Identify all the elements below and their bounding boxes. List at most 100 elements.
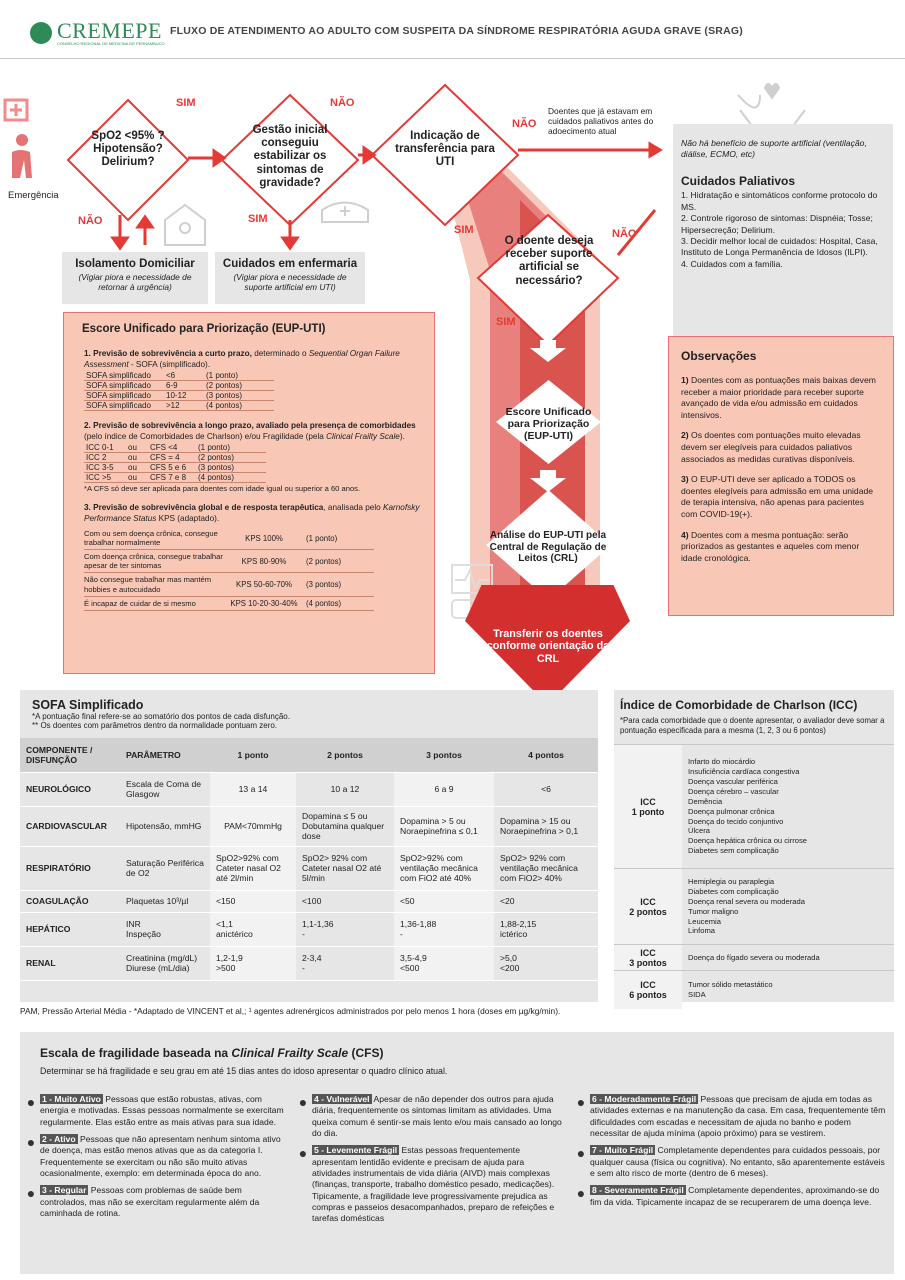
sofa-cell: 10 a 12 [296,772,394,806]
sofa-cell: 3,5-4,9<500 [394,946,494,980]
sofa-cell: <20 [494,890,598,912]
cfs-title-a: Escala de fragilidade baseada na [40,1046,232,1060]
kps-points: (1 ponto) [306,533,338,543]
sofa-cell: >5,0<200 [494,946,598,980]
person-icon: ● [576,1185,586,1202]
obs-item: 3) O EUP-UTI deve ser aplicado a TODOS o… [681,474,881,520]
sofa-cell: CARDIOVASCULAR [26,821,108,831]
eup-section-1: 1. Previsão de sobrevivência a curto pra… [84,349,420,370]
observacoes-box: Observações 1) Doentes com as pontuações… [668,336,894,616]
sofa-cell: Creatinina (mg/dL)Diurese (mL/dia) [126,953,198,973]
icc-panel: Índice de Comorbidade de Charlson (ICC) … [614,690,894,1009]
kps-desc: Não consegue trabalhar mas mantém hobbie… [84,575,212,594]
obs-item: 2) Os doentes com pontuações muito eleva… [681,430,881,465]
cfs-item-desc: Completamente dependentes para cuidados … [590,1145,885,1179]
mini-cell: CFS 5 e 6 [150,463,187,472]
cfs-item-text: 2 - Ativo Pessoas que não apresentam nen… [40,1134,284,1179]
sofa-cell: <50 [394,890,494,912]
icc-items: Doença do fígado severa ou moderada [682,945,894,971]
diamond-3 [370,83,520,227]
cfs-item: ●6 - Moderadamente Frágil Pessoas que pr… [572,1094,890,1139]
icc-item: Diabetes sem complicação [688,846,779,856]
sofa-header-cell: COMPONENTE / DISFUNÇÃO [26,744,93,765]
eup-title: Escore Unificado para Priorização (EUP-U… [82,323,326,335]
eup-s2-bold: 2. Previsão de sobrevivência a longo pra… [84,421,416,430]
obs-item: 1) Doentes com as pontuações mais baixas… [681,375,881,421]
icc-item: Insuficiência cardíaca congestiva [688,767,800,777]
sofa-title: SOFA Simplificado [32,698,144,712]
sofa-cell: Escala de Coma de Glasgow [126,779,201,799]
mini-cell: 6-9 [166,381,178,390]
emergencia-label: Emergência [8,190,59,201]
cfs-column: ●1 - Muito Ativo Pessoas que estão robus… [22,1094,284,1225]
label-nao-4: NÃO [612,228,637,240]
sofa-header-cell: 4 pontos [528,749,564,760]
patient-icon [12,134,32,178]
diamond-1 [66,98,190,222]
obs-item: 4) Doentes com a mesma pontuação: serão … [681,530,881,565]
kps-row: Não consegue trabalhar mas mantém hobbie… [84,573,374,597]
sofa-cell: 1,1-1,36- [296,912,394,946]
mini-cell: ICC >5 [86,473,112,482]
cfs-item-text: 3 - Regular Pessoas com problemas de saú… [40,1185,284,1219]
cfs-item: ●8 - Severamente Frágil Completamente de… [572,1185,890,1208]
eup-s3-rest: , analisada pelo [323,503,384,512]
cp-item: 4. Cuidados com a família. [681,258,783,269]
mini-cell: (2 pontos) [198,453,235,462]
eup-s3-italic: Karnofsky Performance Status [84,503,420,523]
logo-subtitle: CONSELHO REGIONAL DE MEDICINA DE PERNAMB… [57,41,165,46]
sofa-note-1: *A pontuação final refere-se ao somatóri… [32,712,290,721]
mini-cell: (3 pontos) [206,391,243,400]
eup-section-2: 2. Previsão de sobrevivência a longo pra… [84,421,420,442]
eup-s3-end: KPS (adaptado). [156,513,220,523]
obs-text: Doentes com as pontuações mais baixas de… [681,375,876,420]
cfs-column: ●6 - Moderadamente Frágil Pessoas que pr… [572,1094,890,1214]
mini-cell: <6 [166,371,176,380]
cfs-item: ●4 - Vulnerável Apesar de não depender d… [294,1094,562,1139]
sofa-cell: 2-3,4- [296,946,394,980]
icc-item: Doença do fígado severa ou moderada [688,952,820,962]
mini-cell: (3 pontos) [198,463,235,472]
kps-mini-table: Com ou sem doença crônica, consegue trab… [84,527,374,611]
eup-s1-rest: determinado o [251,349,309,358]
icc-item: Doença pulmonar crônica [688,806,775,816]
cfs-item-heading: 5 - Levemente Frágil [312,1145,400,1156]
obs-list: 1) Doentes com as pontuações mais baixas… [681,375,881,564]
icc-item: Diabetes com complicação [688,887,779,897]
cuidados-paliativos-box: Não há benefício de suporte artificial (… [673,124,893,342]
sofa-cell: 1,36-1,88- [394,912,494,946]
eup-s2-italic: Clinical Frailty Scale [326,431,400,441]
kps-row: Com ou sem doença crônica, consegue trab… [84,527,374,550]
house-icon [164,203,206,246]
cfs-item-desc: Pessoas que estão robustas, ativas, com … [40,1094,284,1127]
sofa-cell: COAGULAÇÃO [26,896,89,906]
sofa-header-cell: 2 pontos [327,749,363,760]
enfermaria-box: Cuidados em enfermaria (Vigiar piora e n… [215,252,365,304]
icc-item: Linfoma [688,926,716,936]
mini-cell: ICC 3-5 [86,463,114,472]
sofa-cell: PAM<70mmHg [210,806,296,846]
sofa-cell: <150 [210,890,296,912]
cfs-item-heading: 7 - Muito Frágil [590,1145,656,1156]
cfs-title-b: Clinical Frailty Scale [231,1046,349,1060]
sem-beneficio-text: Não há benefício de suporte artificial (… [681,138,867,160]
cfs-item: ●2 - Ativo Pessoas que não apresentam ne… [22,1134,284,1179]
icc-item: Tumor sólido metastático [688,980,773,990]
cfs-items: ●1 - Muito Ativo Pessoas que estão robus… [22,1094,894,1270]
person-icon: ● [576,1094,586,1110]
icc-item: Doença hepática crônica ou cirrose [688,836,808,846]
mini-cell: SOFA simplificado [86,381,151,390]
cfs-item-desc: Pessoas com problemas de saúde bem contr… [40,1185,260,1219]
diamond-2-text: Gestão inicial conseguiu estabilizar os … [252,124,328,189]
